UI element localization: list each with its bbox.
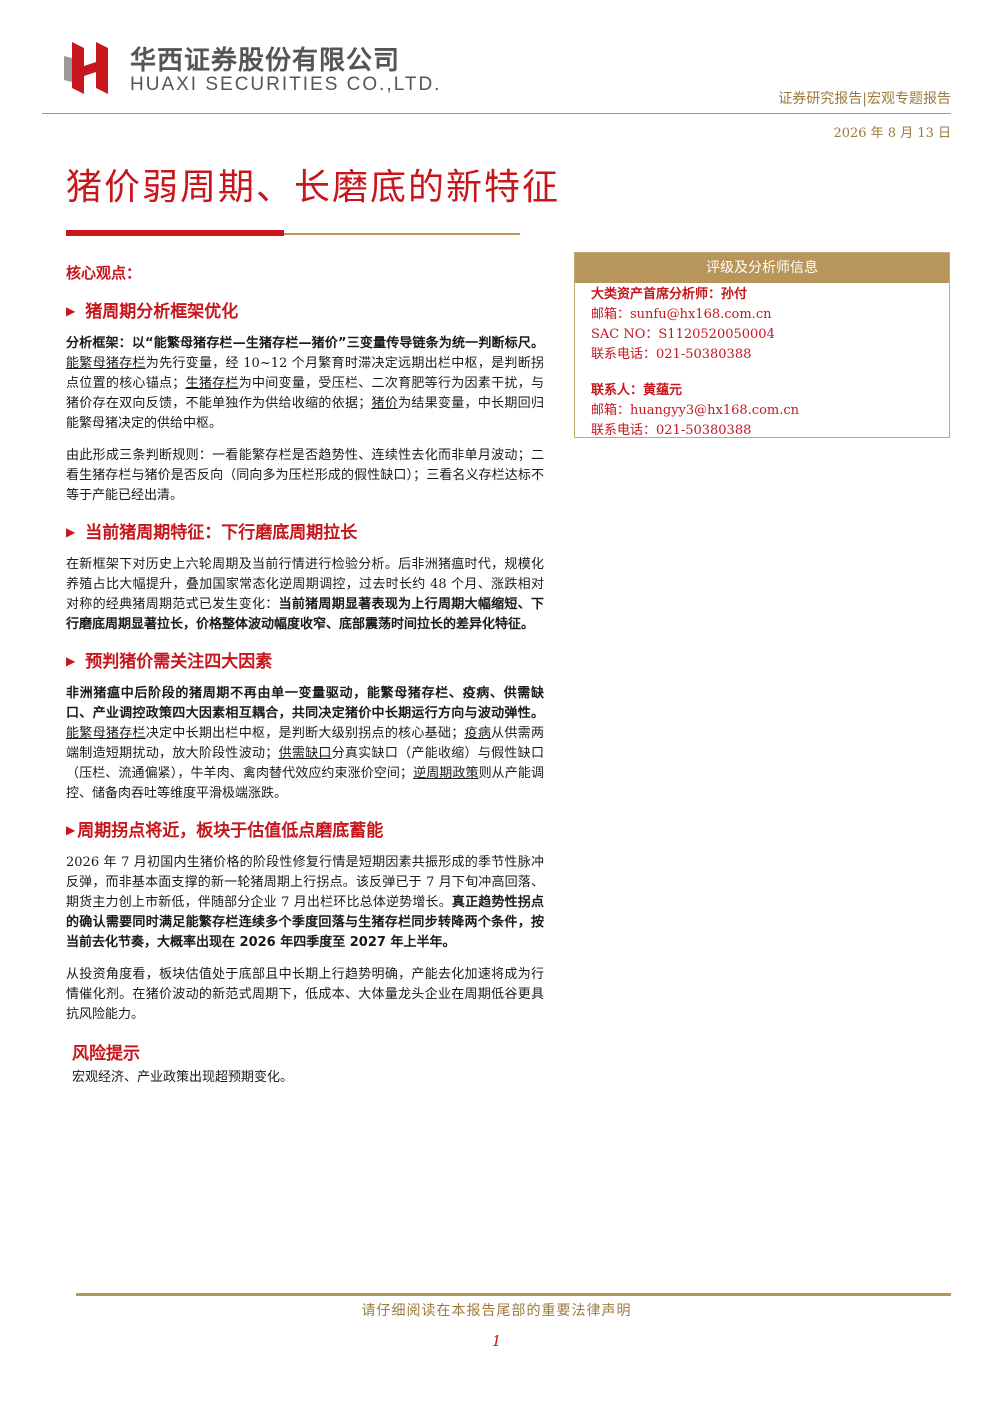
header-divider (42, 113, 951, 114)
analyst-email[interactable]: 邮箱：sunfu@hx168.com.cn (591, 307, 772, 322)
section-paragraph: 从投资角度看，板块估值处于底部且中长期上行趋势明确，产能去化加速将成为行情催化剂… (66, 967, 544, 1022)
title-underline-gold (284, 233, 520, 235)
title-underline-red (66, 230, 284, 236)
section-heading: ▶周期拐点将近，板块于估值低点磨底蓄能 (66, 821, 384, 841)
analyst-info-box: 评级及分析师信息 大类资产首席分析师：孙付 邮箱：sunfu@hx168.com… (574, 252, 950, 438)
section-heading: ▶当前猪周期特征：下行磨底周期拉长 (66, 523, 358, 543)
analyst-phone: 联系电话：021-50380388 (591, 347, 752, 362)
contact-phone: 联系电话：021-50380388 (591, 423, 752, 438)
triangle-bullet-icon: ▶ (66, 654, 76, 668)
contact-email[interactable]: 邮箱：huangyy3@hx168.com.cn (591, 403, 800, 418)
triangle-bullet-icon: ▶ (66, 525, 76, 539)
company-name-cn: 华西证券股份有限公司 (130, 46, 401, 76)
company-name-en: HUAXI SECURITIES CO.,LTD. (130, 74, 442, 95)
huaxi-logo-icon (64, 42, 108, 94)
page-title: 猪价弱周期、长磨底的新特征 (66, 167, 561, 208)
triangle-bullet-icon: ▶ (66, 823, 76, 837)
footer-divider (76, 1293, 951, 1296)
section-paragraph: 2026 年 7 月初国内生猪价格的阶段性修复行情是短期因素共振形成的季节性脉冲… (66, 855, 544, 950)
core-views-title: 核心观点： (66, 264, 142, 282)
contact-name: 联系人：黄蕴元 (591, 383, 683, 398)
risk-title: 风险提示 (72, 1044, 140, 1064)
section-paragraph: 分析框架：以“能繁母猪存栏—生猪存栏—猪价”三变量传导链条为统一判断标尺。能繁母… (66, 336, 544, 431)
legal-notice: 请仔细阅读在本报告尾部的重要法律声明 (361, 1303, 632, 1319)
analyst-sac-number: SAC NO：S1120520050004 (591, 327, 775, 342)
section-paragraph: 由此形成三条判断规则：一看能繁存栏是否趋势性、连续性去化而非单月波动；二看生猪存… (66, 448, 544, 503)
section-paragraph: 非洲猪瘟中后阶段的猪周期不再由单一变量驱动，能繁母猪存栏、疫病、供需缺口、产业调… (66, 686, 544, 801)
triangle-bullet-icon: ▶ (66, 304, 76, 318)
page-number: 1 (491, 1332, 502, 1350)
report-type: 证券研究报告|宏观专题报告 (778, 91, 951, 107)
analyst-name: 大类资产首席分析师：孙付 (591, 287, 748, 302)
section-heading: ▶预判猪价需关注四大因素 (66, 652, 273, 672)
analyst-box-heading: 评级及分析师信息 (575, 253, 949, 283)
section-heading: ▶猪周期分析框架优化 (66, 302, 239, 322)
core-views-column: 核心观点： ▶猪周期分析框架优化 分析框架：以“能繁母猪存栏—生猪存栏—猪价”三… (66, 262, 544, 1088)
report-date: 2026 年 8 月 13 日 (833, 126, 951, 141)
section-paragraph: 在新框架下对历史上六轮周期及当前行情进行检验分析。后非洲猪瘟时代，规模化养殖占比… (66, 557, 544, 632)
risk-text: 宏观经济、产业政策出现超预期变化。 (72, 1070, 294, 1085)
